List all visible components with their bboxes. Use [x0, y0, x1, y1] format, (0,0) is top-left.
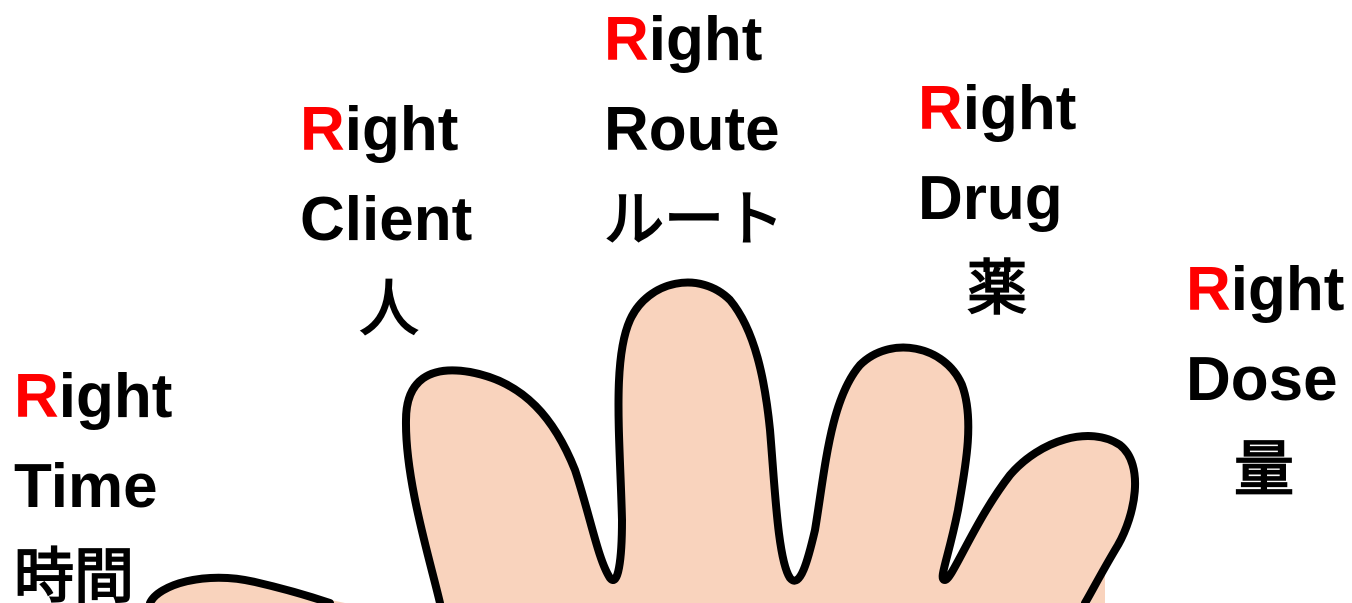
- right-word: Right: [1186, 245, 1344, 335]
- r-letter: R: [1186, 255, 1231, 324]
- japanese-term: 人: [359, 275, 419, 345]
- japanese-term: 薬: [967, 254, 1027, 324]
- label-right-drug: Right Drug 薬: [918, 64, 1076, 334]
- english-term: Route: [604, 95, 780, 164]
- right-rest: ight: [648, 5, 763, 74]
- label-right-time: Right Time 時間: [14, 352, 172, 603]
- r-letter: R: [14, 362, 59, 431]
- palm-fill: [445, 560, 1080, 603]
- right-word: Right: [918, 64, 1076, 154]
- right-rest: ight: [962, 74, 1077, 143]
- japanese-term: 量: [1234, 435, 1294, 505]
- fingers-shape: [401, 278, 1140, 603]
- english-term: Client: [300, 185, 473, 254]
- right-word: Right: [300, 85, 478, 175]
- right-rest: ight: [58, 362, 173, 431]
- thumb-shape: [146, 573, 334, 603]
- japanese-term: 時間: [14, 542, 134, 603]
- right-rest: ight: [344, 95, 459, 164]
- r-letter: R: [604, 5, 649, 74]
- english-term: Time: [14, 452, 158, 521]
- r-letter: R: [300, 95, 345, 164]
- right-word: Right: [14, 352, 172, 442]
- r-letter: R: [918, 74, 963, 143]
- japanese-term: ルート: [604, 185, 784, 255]
- english-term: Drug: [918, 164, 1063, 233]
- english-term: Dose: [1186, 345, 1338, 414]
- right-rest: ight: [1230, 255, 1345, 324]
- right-word: Right: [604, 0, 784, 85]
- label-right-dose: Right Dose 量: [1186, 245, 1344, 515]
- label-right-route: Right Route ルート: [604, 0, 784, 265]
- label-right-client: Right Client 人: [300, 85, 478, 355]
